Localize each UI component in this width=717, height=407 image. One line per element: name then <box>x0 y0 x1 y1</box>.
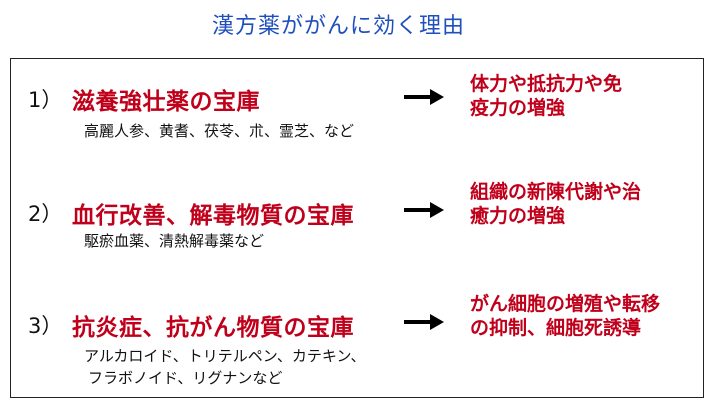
item-3-effect-line-1: がん細胞の増殖や転移 <box>470 293 661 315</box>
right-arrow-icon <box>404 202 444 218</box>
right-arrow-icon <box>404 89 444 105</box>
item-1-effect-line-1: 体力や抵抗力や免 <box>470 73 623 95</box>
item-3-examples-line-2: フラボノイド、リグナンなど <box>88 369 283 387</box>
reasons-panel <box>10 58 704 398</box>
item-1-heading: 滋養強壮薬の宝庫 <box>72 89 260 115</box>
item-1-number: 1） <box>28 88 63 112</box>
item-1-examples: 高麗人参、黄耆、茯苓、朮、霊芝、など <box>84 122 355 140</box>
item-3-examples: アルカロイド、トリテルペン、カテキン、 フラボノイド、リグナンなど <box>84 345 366 389</box>
page-title: 漢方薬ががんに効く理由 <box>211 14 465 39</box>
item-1-effect-line-2: 疫力の増強 <box>470 97 566 119</box>
item-3-effect-line-2: の抑制、細胞死誘導 <box>470 317 642 339</box>
item-2-heading: 血行改善、解毒物質の宝庫 <box>72 203 354 229</box>
item-2-examples: 駆瘀血薬、清熱解毒薬など <box>84 232 265 250</box>
item-3-effect: がん細胞の増殖や転移 の抑制、細胞死誘導 <box>470 292 700 340</box>
item-2-effect: 組織の新陳代謝や治 癒力の増強 <box>470 180 700 228</box>
item-2-effect-line-2: 癒力の増強 <box>470 205 566 227</box>
item-3-examples-line-1: アルカロイド、トリテルペン、カテキン、 <box>84 347 366 365</box>
item-2-number: 2） <box>28 202 63 226</box>
item-3-number: 3） <box>28 314 63 338</box>
item-3-heading: 抗炎症、抗がん物質の宝庫 <box>72 315 354 341</box>
item-1-effect: 体力や抵抗力や免 疫力の増強 <box>470 72 700 120</box>
item-2-effect-line-1: 組織の新陳代謝や治 <box>470 181 642 203</box>
right-arrow-icon <box>404 314 444 330</box>
